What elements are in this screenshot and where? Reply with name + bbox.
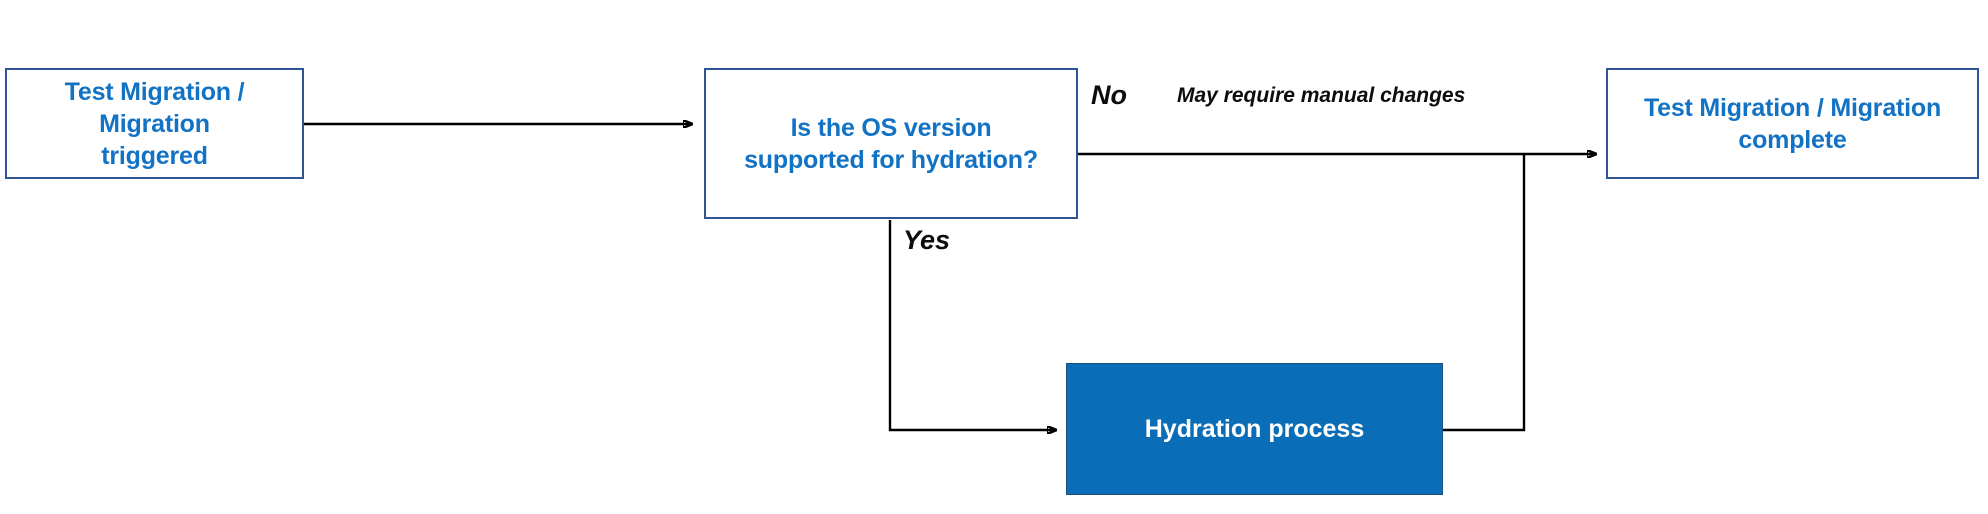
node-hydration-process-label: Hydration process	[1144, 415, 1365, 443]
node-start[interactable]: Test Migration / Migration triggered	[5, 68, 304, 179]
annotation-manual-changes: May require manual changes	[1177, 84, 1466, 107]
node-hydration-process[interactable]: Hydration process	[1066, 363, 1443, 495]
node-decision-label: Is the OS version supported for hydratio…	[744, 113, 1038, 174]
node-start-label: Test Migration / Migration triggered	[64, 77, 245, 170]
edge-label-no: No	[1091, 80, 1127, 110]
edge-hydration-to-complete	[1443, 154, 1526, 432]
node-complete[interactable]: Test Migration / Migration complete	[1606, 68, 1979, 179]
node-complete-label: Test Migration / Migration complete	[1643, 93, 1942, 154]
node-decision[interactable]: Is the OS version supported for hydratio…	[704, 68, 1078, 219]
edge-label-yes: Yes	[903, 225, 951, 255]
